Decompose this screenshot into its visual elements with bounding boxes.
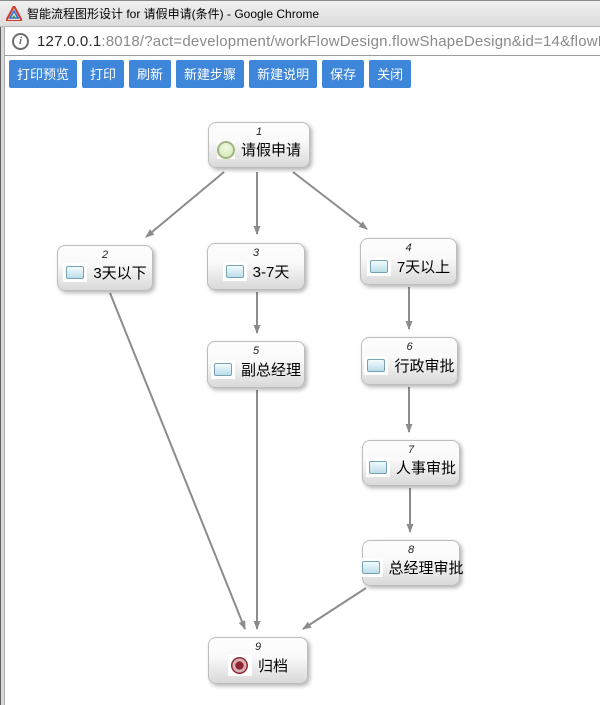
node-label: 3天以下 [93,265,147,282]
step-box-icon [63,263,88,282]
node-number: 6 [406,341,413,353]
print-button[interactable]: 打印 [82,60,125,88]
node-label: 人事审批 [395,460,456,477]
step-box-icon [210,359,235,379]
flow-node-5[interactable]: 5 副总经理 [207,341,305,388]
node-number: 3 [252,247,260,259]
window-left-border [0,27,5,705]
node-number: 1 [255,126,263,138]
step-box-icon [364,356,389,375]
node-label: 7天以上 [396,258,451,276]
app-logo-icon [6,6,22,21]
flow-node-4[interactable]: 4 7天以上 [360,238,457,285]
window-titlebar[interactable]: 智能流程图形设计 for 请假申请(条件) - Google Chrome [0,0,600,27]
url-host: 127.0.0.1 [37,32,102,50]
page-info-icon[interactable]: i [12,32,29,50]
node-label: 请假申请 [240,142,301,159]
save-button[interactable]: 保存 [322,60,365,88]
node-number: 5 [252,345,260,357]
flow-node-8[interactable]: 8 总经理审批 [358,540,464,586]
window-title: 智能流程图形设计 for 请假申请(条件) - Google Chrome [27,7,320,21]
node-number: 2 [101,249,109,261]
flow-node-2[interactable]: 2 3天以下 [57,245,153,291]
close-button[interactable]: 关闭 [369,60,412,88]
url-text[interactable]: 127.0.0.1:8018/?act=development/workFlow… [37,33,600,50]
address-bar[interactable]: i 127.0.0.1:8018/?act=development/workFl… [0,27,600,56]
node-number: 8 [407,544,415,556]
node-label: 总经理审批 [388,560,464,577]
toolbar: 打印预览打印刷新新建步骤新建说明保存关闭 [0,56,600,88]
node-label: 3-7天 [252,263,290,281]
refresh-button[interactable]: 刷新 [129,60,172,88]
node-number: 9 [254,641,262,653]
flow-edge-1-4 [292,171,368,230]
start-circle-icon [216,140,235,159]
flow-canvas[interactable]: 1 请假申请 2 3天以下 3 3-7天 4 7天以上 5 副总经理 6 行政审批 7 人事审批 8 总经理审… [0,88,600,705]
step-box-icon [222,261,247,281]
print-preview-button[interactable]: 打印预览 [9,60,78,88]
node-label: 行政审批 [394,358,455,375]
node-label: 副总经理 [240,361,301,379]
step-box-icon [365,458,390,477]
flow-edge-1-2 [145,171,225,238]
flow-node-7[interactable]: 7 人事审批 [362,440,460,486]
end-record-icon [227,654,252,676]
step-box-icon [366,256,391,276]
flow-node-9[interactable]: 9 归档 [208,637,308,684]
url-path: :8018/?act=development/workFlowDesign.fl… [101,32,600,50]
node-number: 4 [405,242,412,254]
new-step-button[interactable]: 新建步骤 [176,60,245,88]
new-note-button[interactable]: 新建说明 [249,60,318,88]
flow-edges [109,171,414,630]
flow-node-1[interactable]: 1 请假申请 [208,122,310,168]
flow-edge-8-9 [302,587,367,630]
node-number: 7 [407,444,415,456]
flow-node-3[interactable]: 3 3-7天 [207,243,305,290]
node-label: 归档 [257,657,288,675]
flow-node-6[interactable]: 6 行政审批 [361,337,458,385]
step-box-icon [358,558,383,577]
